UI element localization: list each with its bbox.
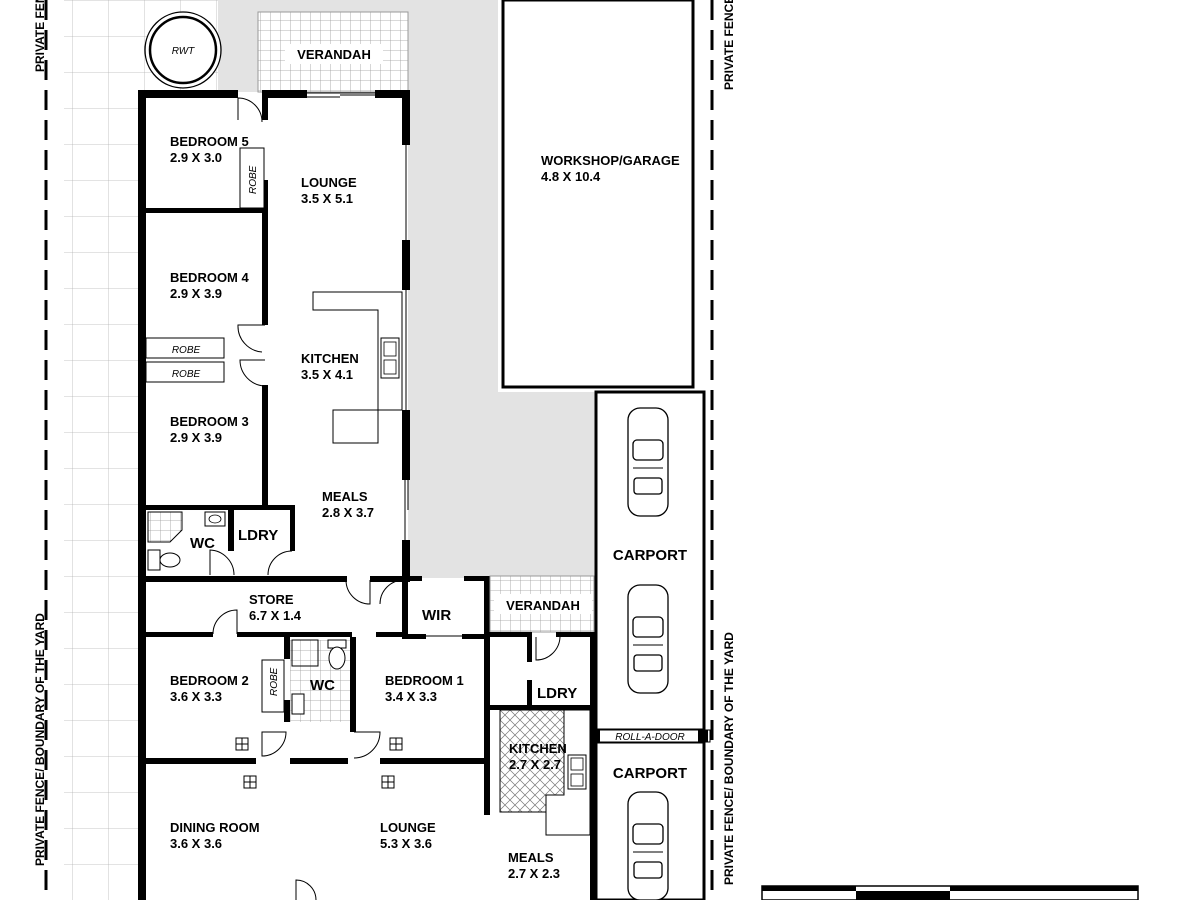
bedroom2-dims: 3.6 X 3.3 (170, 689, 222, 704)
meals-upper-dims: 2.8 X 3.7 (322, 505, 374, 520)
courtyard-slab (218, 0, 596, 578)
door-wir (379, 579, 405, 605)
door-ldry-upper (209, 549, 235, 576)
robe-b5-label: ROBE (248, 165, 259, 194)
roll-door-post-right (698, 730, 708, 742)
verandah-top-label-box (285, 44, 383, 64)
toilet-lower (327, 639, 347, 670)
lounge-lower-dims: 5.3 X 3.6 (380, 836, 432, 851)
robe-b4 (145, 337, 225, 359)
fence-label-left-top: PRIVATE FENCE (33, 0, 47, 72)
robe-b2 (261, 659, 285, 713)
toilet-upper (147, 549, 181, 571)
store-walls (138, 576, 490, 900)
door-b3 (239, 359, 266, 387)
workshop-dims: 4.8 X 10.4 (541, 169, 601, 184)
meals-upper-name: MEALS (322, 489, 368, 504)
wc-lower-label: WC (310, 677, 335, 694)
door-b4 (237, 324, 265, 353)
dining-name: DINING ROOM (170, 820, 260, 835)
kitchen-upper-dims: 3.5 X 4.1 (301, 367, 353, 382)
wc-upper-label: WC (190, 535, 215, 552)
door-b1 (353, 731, 381, 759)
sliding-door-top (307, 92, 375, 98)
lower-house-walls (146, 632, 596, 900)
lounge-upper-name: LOUNGE (301, 175, 357, 190)
ldry-lower-label: LDRY (537, 685, 577, 702)
lounge-lower-name: LOUNGE (380, 820, 436, 835)
door-meals-upper (267, 550, 293, 576)
bedroom5-dims: 2.9 X 3.0 (170, 150, 222, 165)
verandah-top-label: VERANDAH (297, 47, 371, 62)
robe-b5 (239, 147, 265, 209)
verandah-mid-label: VERANDAH (506, 598, 580, 613)
meals-lower-name: MEALS (508, 850, 554, 865)
door-ldry-lower (535, 636, 561, 661)
ldry-upper-label: LDRY (238, 527, 278, 544)
kitchen-lower-dims: 2.7 X 2.7 (509, 757, 561, 772)
verandah-mid-label-box (494, 594, 592, 614)
carport-upper-label: CARPORT (613, 547, 687, 564)
store-dims: 6.7 X 1.4 (249, 608, 302, 623)
shower-lower (291, 639, 319, 667)
robe-b2-label: ROBE (269, 667, 280, 696)
kitchen-bench-upper (312, 291, 403, 444)
meals-lower-dims: 2.7 X 2.3 (508, 866, 560, 881)
door-b2 (261, 731, 287, 757)
door-b5 (237, 97, 263, 123)
door-b2-store (212, 609, 238, 635)
carport-lower-label: CARPORT (613, 765, 687, 782)
lounge-upper-dims: 3.5 X 5.1 (301, 191, 353, 206)
paving-strip (64, 0, 138, 900)
car-2 (627, 584, 669, 694)
robe-b3 (145, 361, 225, 383)
vanity-upper (204, 511, 226, 527)
bedroom4-dims: 2.9 X 3.9 (170, 286, 222, 301)
shower-upper (147, 511, 183, 543)
door-store (345, 579, 371, 605)
bedroom1-name: BEDROOM 1 (385, 673, 464, 688)
basin-lower (291, 693, 305, 715)
bedroom1-dims: 3.4 X 3.3 (385, 689, 437, 704)
upper-house-walls (138, 90, 410, 580)
sink-lower (567, 754, 587, 790)
car-1 (627, 407, 669, 517)
robe-b3-label: ROBE (172, 369, 201, 380)
sliding-door-meals (404, 480, 409, 540)
scale-bar (761, 885, 1139, 900)
fence-label-left-bottom: PRIVATE FENCE/ BOUNDARY OF THE YARD (33, 613, 47, 866)
door-front (295, 879, 317, 900)
roll-a-door-label: ROLL-A-DOOR (615, 732, 684, 743)
bedroom3-name: BEDROOM 3 (170, 414, 249, 429)
vent-lounge (381, 775, 395, 789)
bedroom3-dims: 2.9 X 3.9 (170, 430, 222, 445)
rainwater-tank: RWT (144, 11, 222, 89)
car-3 (627, 791, 669, 900)
bedroom2-name: BEDROOM 2 (170, 673, 249, 688)
kitchen-upper-name: KITCHEN (301, 351, 359, 366)
bedroom4-name: BEDROOM 4 (170, 270, 250, 285)
bedroom5-name: BEDROOM 5 (170, 134, 249, 149)
workshop-name: WORKSHOP/GARAGE (541, 153, 680, 168)
kitchen-lower-name: KITCHEN (509, 741, 567, 756)
vent-b1 (389, 737, 403, 751)
store-name: STORE (249, 592, 294, 607)
workshop-garage (501, 0, 695, 389)
roll-door-post-left (590, 730, 600, 742)
robe-b4-label: ROBE (172, 345, 201, 356)
vent-dining (243, 775, 257, 789)
wir-label: WIR (422, 607, 451, 624)
sink-upper (380, 337, 400, 379)
vent-b2 (235, 737, 249, 751)
dining-dims: 3.6 X 3.6 (170, 836, 222, 851)
fence-label-right-bottom: PRIVATE FENCE/ BOUNDARY OF THE YARD (722, 632, 736, 885)
fence-label-right-top: PRIVATE FENCE (722, 0, 736, 90)
rwt-label: RWT (172, 46, 195, 57)
